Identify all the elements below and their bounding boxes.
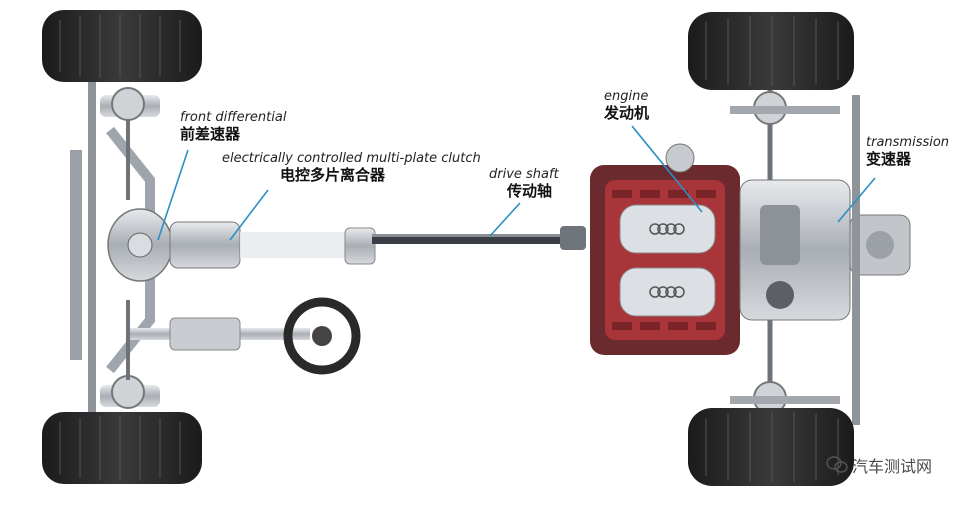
- rear-right-tire: [688, 408, 854, 486]
- leader-drive-shaft: [489, 202, 521, 237]
- leader-clutch: [229, 189, 269, 241]
- label-front-differential-en: front differential: [180, 110, 287, 125]
- label-engine-zh: 发动机: [604, 103, 650, 122]
- label-front-differential: front differential 前差速器: [180, 110, 287, 143]
- watermark: 汽车测试网: [826, 453, 932, 477]
- leader-lines: [157, 125, 876, 241]
- label-clutch: electrically controlled multi-plate clut…: [222, 151, 481, 184]
- label-drive-shaft-en: drive shaft: [489, 167, 559, 182]
- transmission: [739, 179, 911, 321]
- rear-axle: [730, 80, 860, 425]
- steering-column: [130, 297, 361, 375]
- label-engine-en: engine: [604, 89, 649, 104]
- front-left-tire: [42, 10, 202, 82]
- label-engine: engine 发动机: [604, 89, 650, 122]
- label-drive-shaft-zh: 传动轴: [507, 181, 553, 200]
- multi-plate-clutch: [169, 221, 376, 269]
- leader-transmission: [837, 177, 876, 223]
- drive-shaft: [372, 226, 586, 250]
- engine: [590, 143, 740, 355]
- label-front-differential-zh: 前差速器: [180, 124, 241, 143]
- watermark-text: 汽车测试网: [851, 457, 932, 476]
- label-transmission-en: transmission: [866, 135, 950, 150]
- rear-left-tire: [688, 12, 854, 90]
- leader-engine: [631, 125, 703, 213]
- label-clutch-zh: 电控多片离合器: [280, 165, 386, 184]
- chat-bubble-icon: [826, 456, 848, 473]
- front-differential: [107, 208, 173, 282]
- label-clutch-en: electrically controlled multi-plate clut…: [222, 151, 481, 166]
- front-right-tire: [42, 412, 202, 484]
- leader-front-differential: [157, 149, 189, 241]
- label-transmission: transmission 变速器: [866, 135, 950, 168]
- label-drive-shaft: drive shaft 传动轴: [489, 167, 559, 200]
- label-transmission-zh: 变速器: [866, 149, 912, 168]
